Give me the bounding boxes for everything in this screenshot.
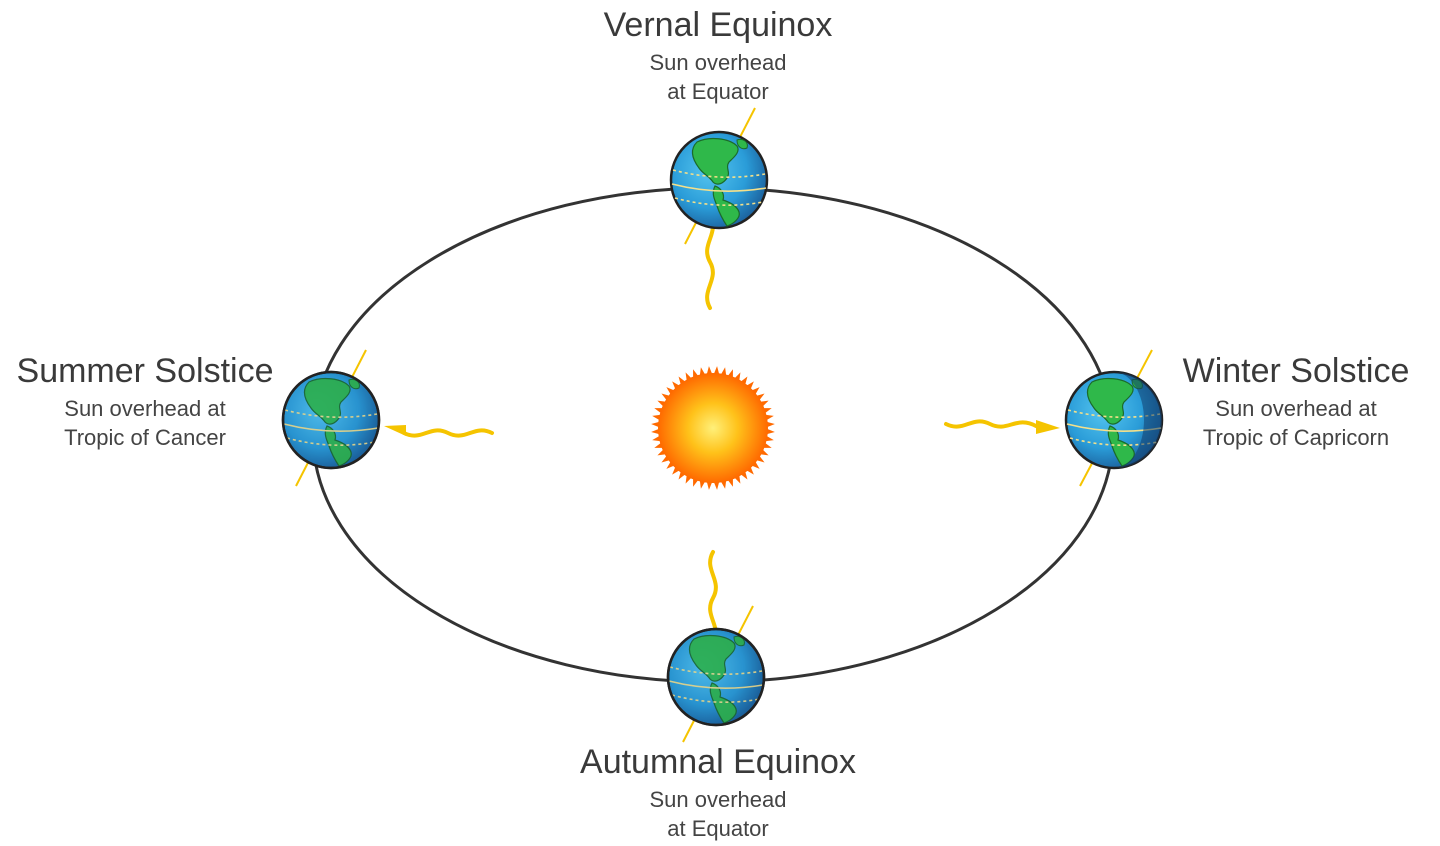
autumnal-equinox-line1: Sun overhead [649, 787, 787, 812]
sun-icon [651, 366, 775, 490]
summer-solstice-line1: Sun overhead at [64, 396, 226, 421]
summer-solstice-title: Summer Solstice [16, 352, 274, 390]
autumnal-equinox-line2: at Equator [667, 816, 769, 841]
sunlight-ray-arrow-icon [384, 425, 494, 438]
earth-globe-icon [666, 605, 766, 743]
vernal-equinox-label: Vernal Equinox Sun overhead at Equator [568, 8, 868, 106]
winter-solstice-line1: Sun overhead at [1215, 396, 1377, 421]
vernal-equinox-line2: at Equator [667, 79, 769, 104]
vernal-equinox-line1: Sun overhead [649, 50, 787, 75]
vernal-equinox-title: Vernal Equinox [603, 6, 833, 44]
sunlight-ray-arrow-icon [944, 419, 1060, 434]
earth-globe-icon [1064, 349, 1164, 487]
winter-solstice-label: Winter Solstice Sun overhead at Tropic o… [1162, 354, 1430, 452]
earth-globe-icon [281, 349, 381, 487]
summer-solstice-label: Summer Solstice Sun overhead at Tropic o… [0, 354, 290, 452]
autumnal-equinox-title: Autumnal Equinox [580, 743, 856, 781]
winter-solstice-title: Winter Solstice [1182, 352, 1410, 390]
earth-globe-icon [669, 107, 769, 245]
autumnal-equinox-label: Autumnal Equinox Sun overhead at Equator [548, 745, 888, 843]
winter-solstice-line2: Tropic of Capricorn [1202, 425, 1390, 450]
summer-solstice-line2: Tropic of Cancer [64, 425, 226, 450]
